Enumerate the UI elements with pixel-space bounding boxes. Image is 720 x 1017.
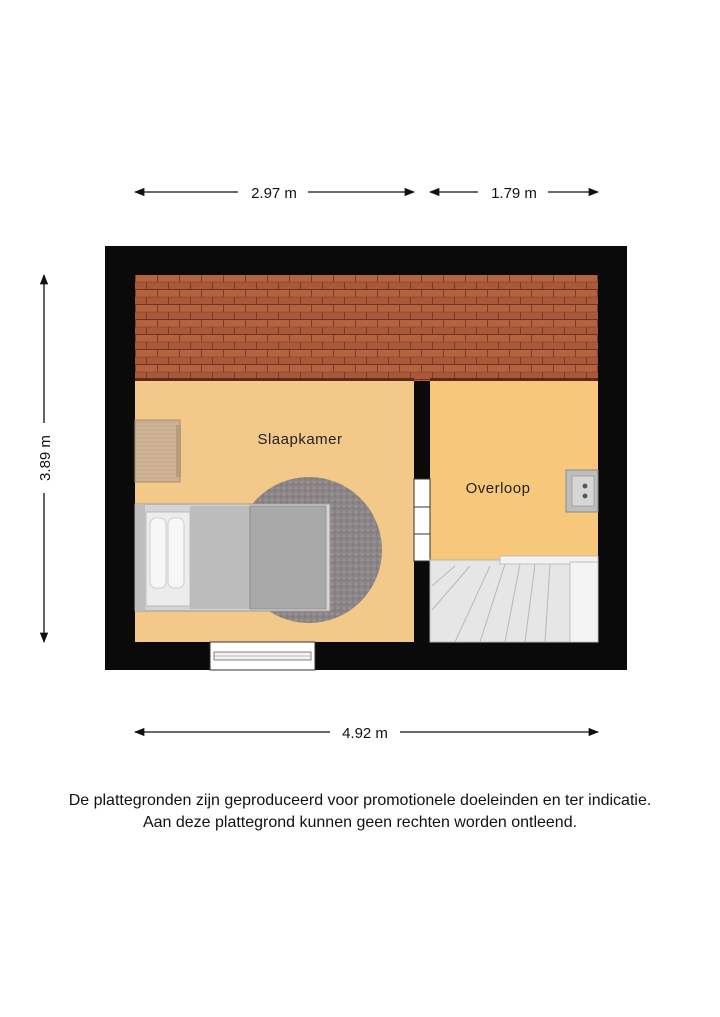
- desk: [134, 419, 181, 483]
- window: [209, 641, 316, 671]
- dimension-top-right: 1.79 m: [428, 185, 600, 202]
- disclaimer-line-2: Aan deze plattegrond kunnen geen rechten…: [142, 814, 578, 831]
- dimension-left: 3.89 m: [37, 273, 54, 644]
- roof-tiles: [135, 275, 598, 381]
- dimension-top-right-label: 1.79 m: [491, 185, 537, 202]
- roof-edge: [135, 378, 598, 381]
- roof-tiles-over-wall: [414, 275, 430, 381]
- sink-unit: [565, 469, 599, 513]
- room-label-landing: Overloop: [466, 480, 531, 497]
- pillow: [149, 517, 167, 589]
- bed: [134, 503, 331, 612]
- staircase: [429, 555, 599, 643]
- dimension-bottom-label: 4.92 m: [342, 725, 388, 742]
- disclaimer-line-1: De plattegronden zijn geproduceerd voor …: [68, 792, 652, 809]
- room-label-bedroom: Slaapkamer: [257, 431, 342, 448]
- dimension-top-left: 2.97 m: [133, 185, 416, 202]
- door-opening: [413, 478, 431, 562]
- disclaimer: De plattegronden zijn geproduceerd voor …: [0, 790, 720, 834]
- dimension-top-left-label: 2.97 m: [251, 185, 297, 202]
- dimension-bottom: 4.92 m: [133, 725, 600, 742]
- dimension-left-label: 3.89 m: [37, 435, 54, 481]
- pillow: [167, 517, 185, 589]
